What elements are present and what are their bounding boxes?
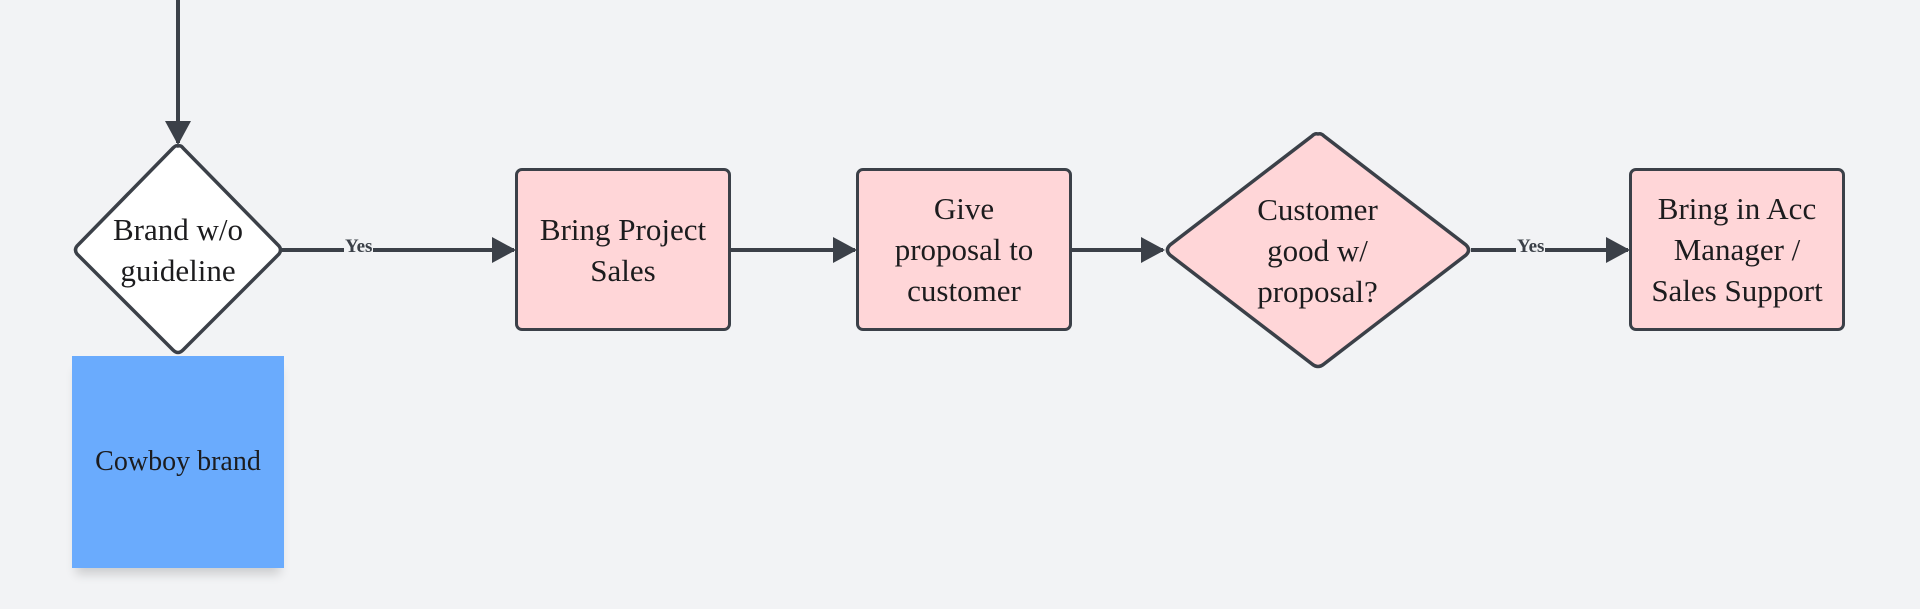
- sticky-note-label: Cowboy brand: [95, 446, 261, 477]
- acc-manager-node[interactable]: Bring in Acc Manager / Sales Support: [1629, 168, 1845, 331]
- acc-manager-label: Bring in Acc Manager / Sales Support: [1651, 191, 1823, 308]
- cowboy-brand-sticky-note[interactable]: Cowboy brand: [72, 356, 284, 568]
- project-sales-label: Bring Project Sales: [539, 211, 707, 288]
- brand-decision-diamond[interactable]: [73, 144, 283, 355]
- project-sales-node[interactable]: Bring Project Sales: [515, 168, 731, 331]
- brand-decision-node[interactable]: Brand w/o guideline: [88, 190, 268, 310]
- edge-label-yes-2: Yes: [1516, 236, 1546, 257]
- edge-label-yes-1: Yes: [344, 236, 374, 257]
- customer-decision-label: Customer good w/ proposal?: [1257, 191, 1378, 309]
- brand-decision-label: Brand w/o guideline: [112, 212, 243, 288]
- customer-decision-diamond[interactable]: [1165, 132, 1471, 369]
- give-proposal-node[interactable]: Give proposal to customer: [856, 168, 1072, 331]
- customer-decision-node[interactable]: Customer good w/ proposal?: [1190, 185, 1445, 315]
- give-proposal-label: Give proposal to customer: [894, 191, 1034, 308]
